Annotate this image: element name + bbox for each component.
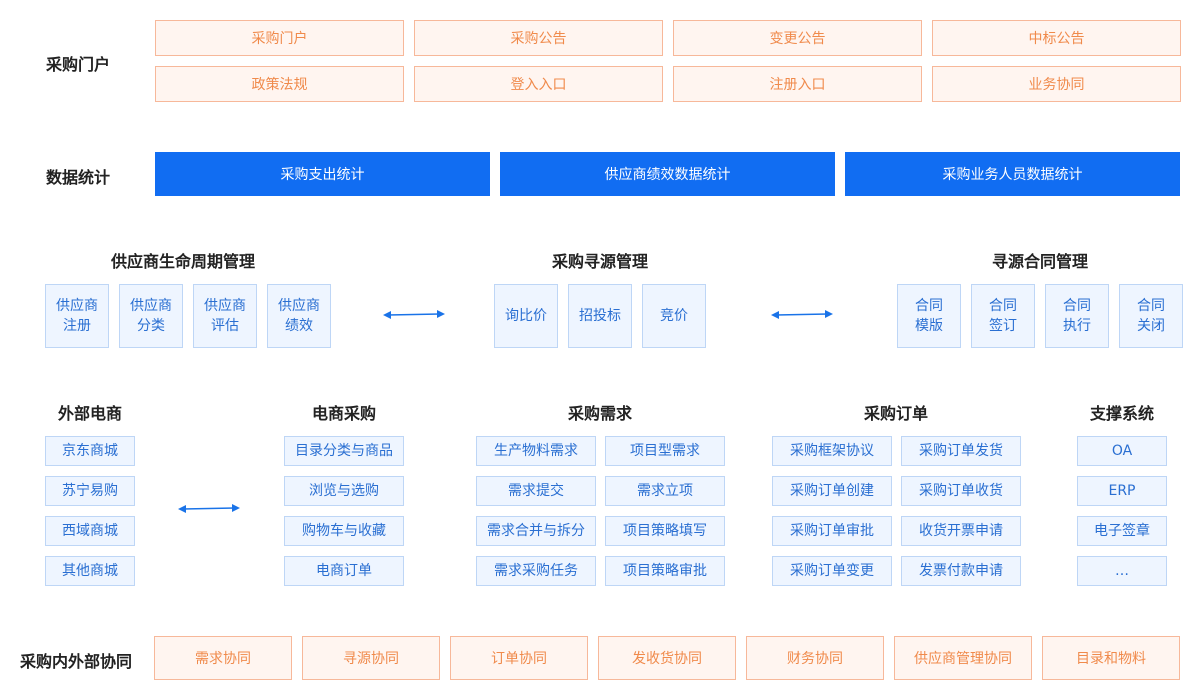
demand-item[interactable]: 项目策略审批 bbox=[605, 556, 725, 586]
collab-item[interactable]: 需求协同 bbox=[154, 636, 292, 680]
contract-title: 寻源合同管理 bbox=[991, 252, 1088, 271]
supplier-item[interactable]: 供应商评估 bbox=[193, 284, 257, 348]
sourcing-item[interactable]: 竞价 bbox=[642, 284, 706, 348]
order-item[interactable]: 收货开票申请 bbox=[901, 516, 1021, 546]
demand-item[interactable]: 项目策略填写 bbox=[605, 516, 725, 546]
portal-item[interactable]: 业务协同 bbox=[932, 66, 1181, 102]
portal-item[interactable]: 采购门户 bbox=[155, 20, 404, 56]
supplier-item-line1: 供应商 bbox=[130, 298, 172, 314]
demand-item[interactable]: 需求提交 bbox=[476, 476, 596, 506]
collab-item[interactable]: 供应商管理协同 bbox=[894, 636, 1032, 680]
demand-item[interactable]: 需求采购任务 bbox=[476, 556, 596, 586]
support-title: 支撑系统 bbox=[1089, 404, 1154, 423]
order-item[interactable]: 采购框架协议 bbox=[772, 436, 892, 466]
order-item[interactable]: 采购订单收货 bbox=[901, 476, 1021, 506]
portal-item[interactable]: 政策法规 bbox=[155, 66, 404, 102]
order-title: 采购订单 bbox=[863, 404, 928, 423]
stats-bar[interactable]: 采购业务人员数据统计 bbox=[845, 152, 1180, 196]
sourcing-item[interactable]: 询比价 bbox=[494, 284, 558, 348]
collab-item[interactable]: 订单协同 bbox=[450, 636, 588, 680]
contract-item-line1: 合同 bbox=[915, 298, 943, 314]
portal-item[interactable]: 注册入口 bbox=[673, 66, 922, 102]
collab-item[interactable]: 发收货协同 bbox=[598, 636, 736, 680]
external-item[interactable]: 京东商城 bbox=[45, 436, 135, 466]
double-arrow-icon bbox=[771, 310, 833, 319]
ecommerce-item[interactable]: 浏览与选购 bbox=[284, 476, 404, 506]
external-item[interactable]: 其他商城 bbox=[45, 556, 135, 586]
supplier-item-line2: 注册 bbox=[63, 318, 91, 334]
demand-title: 采购需求 bbox=[567, 404, 632, 423]
contract-item-line2: 签订 bbox=[989, 318, 1017, 334]
portal-item[interactable]: 中标公告 bbox=[932, 20, 1181, 56]
portal-item[interactable]: 采购公告 bbox=[414, 20, 663, 56]
support-item[interactable]: … bbox=[1077, 556, 1167, 586]
support-item[interactable]: ERP bbox=[1077, 476, 1167, 506]
contract-item-line2: 执行 bbox=[1063, 318, 1091, 334]
ecommerce-item[interactable]: 购物车与收藏 bbox=[284, 516, 404, 546]
ecommerce-title: 电商采购 bbox=[311, 404, 376, 423]
external-item[interactable]: 西域商城 bbox=[45, 516, 135, 546]
contract-item[interactable]: 合同签订 bbox=[971, 284, 1035, 348]
contract-item[interactable]: 合同关闭 bbox=[1119, 284, 1183, 348]
contract-item-line1: 合同 bbox=[1137, 298, 1165, 314]
external-item[interactable]: 苏宁易购 bbox=[45, 476, 135, 506]
supplier-item-line2: 分类 bbox=[137, 318, 165, 334]
supplier-item[interactable]: 供应商分类 bbox=[119, 284, 183, 348]
order-item[interactable]: 发票付款申请 bbox=[901, 556, 1021, 586]
contract-item[interactable]: 合同模版 bbox=[897, 284, 961, 348]
stats-label: 数据统计 bbox=[46, 168, 111, 187]
supplier-item-line1: 供应商 bbox=[56, 298, 98, 314]
portal-item[interactable]: 登入入口 bbox=[414, 66, 663, 102]
collab-item[interactable]: 财务协同 bbox=[746, 636, 884, 680]
supplier-item-line1: 供应商 bbox=[278, 298, 320, 314]
collab-item[interactable]: 寻源协同 bbox=[302, 636, 440, 680]
ecommerce-item[interactable]: 目录分类与商品 bbox=[284, 436, 404, 466]
stats-bar[interactable]: 采购支出统计 bbox=[155, 152, 490, 196]
contract-item-line2: 关闭 bbox=[1137, 318, 1165, 334]
contract-item-line2: 模版 bbox=[915, 318, 943, 334]
contract-item-line1: 合同 bbox=[989, 298, 1017, 314]
demand-item[interactable]: 项目型需求 bbox=[605, 436, 725, 466]
collab-item[interactable]: 目录和物料 bbox=[1042, 636, 1180, 680]
supplier-item[interactable]: 供应商注册 bbox=[45, 284, 109, 348]
order-item[interactable]: 采购订单审批 bbox=[772, 516, 892, 546]
supplier-item-line1: 供应商 bbox=[204, 298, 246, 314]
order-item[interactable]: 采购订单变更 bbox=[772, 556, 892, 586]
contract-item[interactable]: 合同执行 bbox=[1045, 284, 1109, 348]
collab-label: 采购内外部协同 bbox=[20, 652, 133, 671]
support-item[interactable]: 电子签章 bbox=[1077, 516, 1167, 546]
support-item[interactable]: OA bbox=[1077, 436, 1167, 466]
demand-item[interactable]: 需求合并与拆分 bbox=[476, 516, 596, 546]
sourcing-title: 采购寻源管理 bbox=[551, 252, 648, 271]
sourcing-item[interactable]: 招投标 bbox=[568, 284, 632, 348]
stats-bar[interactable]: 供应商绩效数据统计 bbox=[500, 152, 835, 196]
supplier-title: 供应商生命周期管理 bbox=[110, 252, 255, 271]
ecommerce-item[interactable]: 电商订单 bbox=[284, 556, 404, 586]
portal-label: 采购门户 bbox=[46, 55, 111, 74]
portal-item[interactable]: 变更公告 bbox=[673, 20, 922, 56]
demand-item[interactable]: 生产物料需求 bbox=[476, 436, 596, 466]
order-item[interactable]: 采购订单发货 bbox=[901, 436, 1021, 466]
external-title: 外部电商 bbox=[57, 404, 122, 423]
supplier-item-line2: 评估 bbox=[211, 318, 239, 334]
supplier-item-line2: 绩效 bbox=[285, 318, 313, 334]
contract-item-line1: 合同 bbox=[1063, 298, 1091, 314]
order-item[interactable]: 采购订单创建 bbox=[772, 476, 892, 506]
double-arrow-icon bbox=[178, 504, 240, 513]
double-arrow-icon bbox=[383, 310, 445, 319]
demand-item[interactable]: 需求立项 bbox=[605, 476, 725, 506]
supplier-item[interactable]: 供应商绩效 bbox=[267, 284, 331, 348]
